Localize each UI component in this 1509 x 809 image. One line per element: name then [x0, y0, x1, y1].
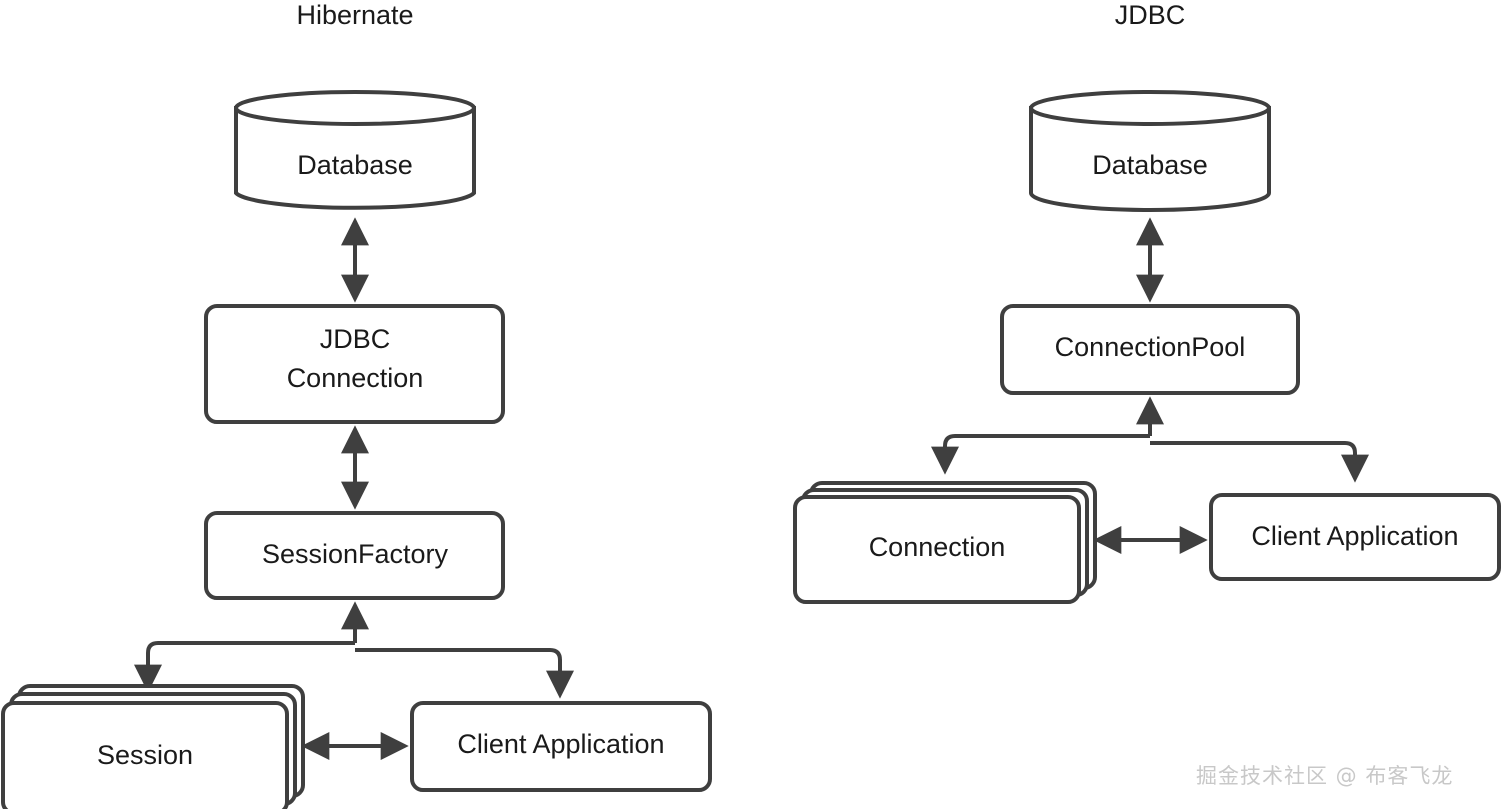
node-rect	[1000, 304, 1300, 395]
node-rect	[204, 511, 505, 600]
edge-hib-sessionfactory-session	[134, 641, 355, 693]
cylinder-top	[234, 90, 476, 126]
cylinder-body	[1029, 106, 1271, 212]
edge-jdbc-connectionpool-clientapp	[1150, 441, 1369, 483]
node-label: Database	[1092, 150, 1208, 180]
node-label-line2: Connection	[287, 363, 424, 393]
node-jdbc-client-application[interactable]: Client Application	[1209, 493, 1501, 581]
node-jdbc-database[interactable]: Database	[1029, 90, 1271, 212]
watermark-text: 掘金技术社区 @ 布客飞龙	[1196, 764, 1454, 788]
node-hib-database[interactable]: Database	[234, 90, 476, 210]
node-label: SessionFactory	[262, 539, 449, 569]
node-label-line1: JDBC	[320, 324, 391, 354]
node-label: Client Application	[1251, 521, 1458, 551]
cylinder-body	[234, 106, 476, 210]
cylinder-top	[1029, 90, 1271, 126]
node-hib-sessionfactory[interactable]: SessionFactory	[204, 511, 505, 600]
edge-jdbc-connectionpool-connection	[931, 434, 1150, 475]
node-label: Connection	[869, 532, 1006, 562]
node-hib-client-application[interactable]: Client Application	[410, 701, 712, 792]
node-hib-session[interactable]: Session	[1, 684, 305, 809]
panel-hibernate: Hibernate Database JDBC Connection Sessi…	[1, 0, 712, 809]
edge-hib-sessionfactory-clientapp	[355, 648, 574, 699]
node-hib-jdbc-connection[interactable]: JDBC Connection	[204, 304, 505, 424]
node-rect	[1, 701, 289, 809]
node-rect	[410, 701, 712, 792]
node-label: ConnectionPool	[1055, 332, 1246, 362]
node-rect	[204, 304, 505, 424]
node-rect	[1209, 493, 1501, 581]
node-jdbc-connection[interactable]: Connection	[793, 481, 1097, 604]
panel-title-hibernate: Hibernate	[296, 0, 413, 30]
node-rect	[793, 495, 1081, 604]
node-label: Client Application	[457, 729, 664, 759]
node-jdbc-connectionpool[interactable]: ConnectionPool	[1000, 304, 1300, 395]
panel-title-jdbc: JDBC	[1115, 0, 1186, 30]
node-label: Database	[297, 150, 413, 180]
node-label: Session	[97, 740, 193, 770]
panel-jdbc: JDBC Database ConnectionPool	[793, 0, 1501, 604]
